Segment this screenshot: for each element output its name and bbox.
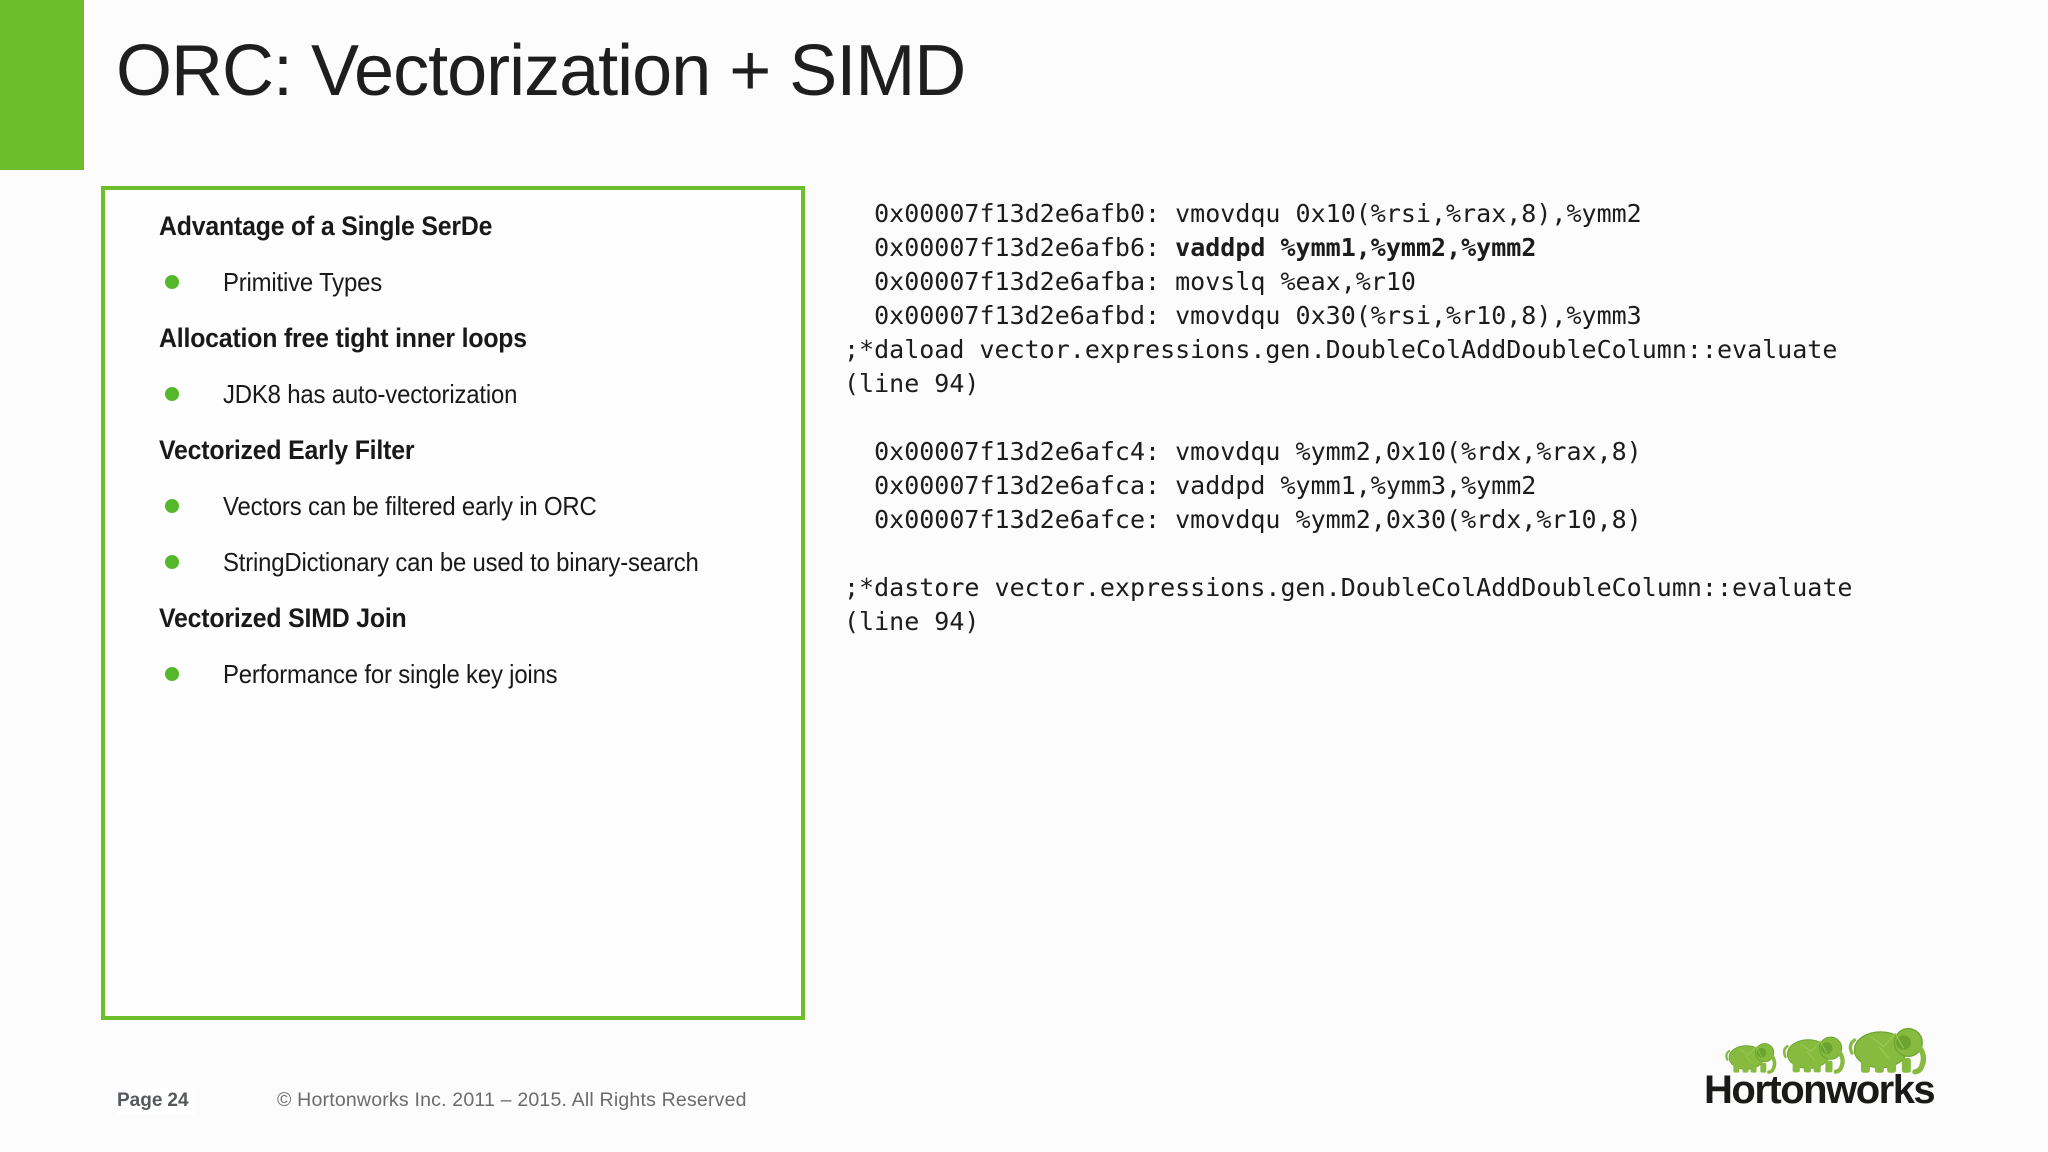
code-line: (line 94) [844, 607, 980, 636]
assembly-code-block: 0x00007f13d2e6afb0: vmovdqu 0x10(%rsi,%r… [844, 197, 1852, 639]
page-number-value: 24 [167, 1090, 189, 1111]
panel-bullet-item: StringDictionary can be used to binary-s… [159, 534, 801, 590]
panel-text: Advantage of a Single SerDe [159, 210, 493, 241]
panel-bullet-item: Vectors can be filtered early in ORC [159, 478, 801, 534]
panel-bullet-item: Primitive Types [159, 254, 801, 310]
code-line: 0x00007f13d2e6afba: movslq %eax,%r10 [844, 267, 1416, 296]
code-line: 0x00007f13d2e6afb0: vmovdqu 0x10(%rsi,%r… [844, 199, 1642, 228]
bullet-dot-icon [165, 667, 179, 681]
panel-text: JDK8 has auto-vectorization [223, 378, 518, 409]
page-title: ORC: Vectorization + SIMD [116, 31, 966, 111]
panel-text: Performance for single key joins [223, 658, 558, 689]
panel-text: StringDictionary can be used to binary-s… [223, 546, 699, 577]
panel-heading: Vectorized SIMD Join [159, 590, 801, 646]
panel-text: Vectorized SIMD Join [159, 602, 407, 633]
code-line: 0x00007f13d2e6afb6: vaddpd %ymm1,%ymm2,%… [844, 233, 1537, 262]
bullet-dot-icon [165, 499, 179, 513]
code-line: 0x00007f13d2e6afce: vmovdqu %ymm2,0x30(%… [844, 505, 1642, 534]
bullet-dot-icon [165, 387, 179, 401]
panel-text: Allocation free tight inner loops [159, 322, 527, 353]
panel-heading: Allocation free tight inner loops [159, 310, 801, 366]
code-line: ;*daload vector.expressions.gen.DoubleCo… [844, 335, 1838, 364]
panel-bullet-item: Performance for single key joins [159, 646, 801, 702]
panel-text: Vectorized Early Filter [159, 434, 415, 465]
panel-heading: Vectorized Early Filter [159, 422, 801, 478]
code-line: 0x00007f13d2e6afc4: vmovdqu %ymm2,0x10(%… [844, 437, 1642, 466]
bullet-dot-icon [165, 555, 179, 569]
copyright-text: © Hortonworks Inc. 2011 – 2015. All Righ… [277, 1089, 747, 1111]
code-line: 0x00007f13d2e6afca: vaddpd %ymm1,%ymm3,%… [844, 471, 1537, 500]
code-line: (line 94) [844, 369, 980, 398]
panel-heading: Advantage of a Single SerDe [159, 198, 801, 254]
panel-bullet-item: JDK8 has auto-vectorization [159, 366, 801, 422]
panel-text: Vectors can be filtered early in ORC [223, 490, 597, 521]
logo-wordmark: Hortonworks [1704, 1068, 1936, 1112]
hortonworks-logo: Hortonworks [1700, 1018, 1940, 1118]
code-line [844, 537, 1852, 571]
page-number-label: Page [117, 1090, 163, 1111]
code-line: ;*dastore vector.expressions.gen.DoubleC… [844, 573, 1853, 602]
bullet-dot-icon [165, 275, 179, 289]
accent-bar [0, 0, 84, 170]
panel-text: Primitive Types [223, 266, 382, 297]
code-line: 0x00007f13d2e6afbd: vmovdqu 0x30(%rsi,%r… [844, 301, 1642, 330]
code-line [844, 401, 1852, 435]
